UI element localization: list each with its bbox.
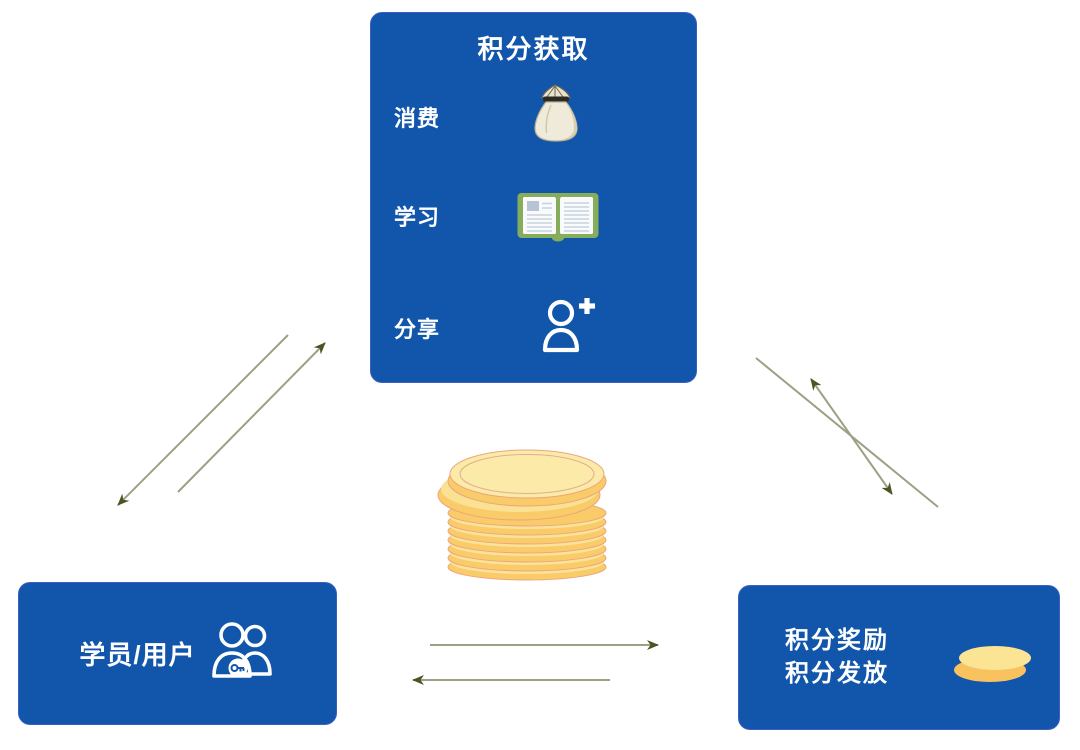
person-add-icon — [535, 292, 597, 359]
learn-label: 学习 — [394, 205, 441, 230]
points-reward-text: 积分奖励 积分发放 — [785, 624, 889, 690]
arrow-top-reward-two-way — [810, 378, 893, 495]
points-acquisition-title: 积分获取 — [477, 34, 590, 64]
consume-label: 消费 — [394, 106, 441, 131]
points-distribution-line2: 积分发放 — [785, 660, 889, 687]
arrow-top-to-user — [117, 334, 289, 506]
coin-stack-icon — [437, 443, 621, 592]
money-bag-icon — [533, 84, 579, 147]
share-label: 分享 — [394, 317, 441, 342]
node-points-reward: 积分奖励 积分发放 — [738, 585, 1060, 730]
points-reward-line1: 积分奖励 — [785, 627, 889, 654]
open-book-icon — [517, 190, 599, 247]
coins-icon — [953, 643, 1033, 690]
line-top-to-reward — [755, 357, 939, 508]
node-students-users: 学员/用户 — [18, 582, 337, 725]
users-icon — [210, 622, 276, 685]
arrow-user-to-top — [177, 342, 326, 493]
students-users-label: 学员/用户 — [79, 640, 196, 670]
node-points-acquisition: 积分获取 消费 学习 — [370, 12, 697, 383]
